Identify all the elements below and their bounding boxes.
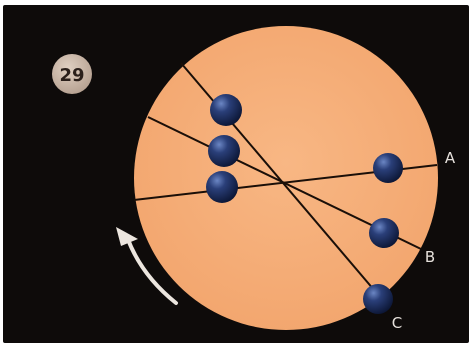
ball-left-top (210, 94, 242, 126)
ball-left-bottom (206, 171, 238, 203)
label-c: C (392, 314, 402, 332)
figure-badge: 29 (52, 54, 92, 94)
ball-left-middle (208, 135, 240, 167)
label-b: B (425, 248, 435, 266)
diagram-panel: 29 (3, 5, 469, 343)
label-a: A (445, 149, 456, 167)
rotating-disc-diagram: 29 (3, 5, 469, 343)
ball-c (363, 284, 393, 314)
ball-b (369, 218, 399, 248)
figure-number: 29 (59, 65, 84, 86)
left-balls (206, 94, 242, 203)
ball-a (373, 153, 403, 183)
